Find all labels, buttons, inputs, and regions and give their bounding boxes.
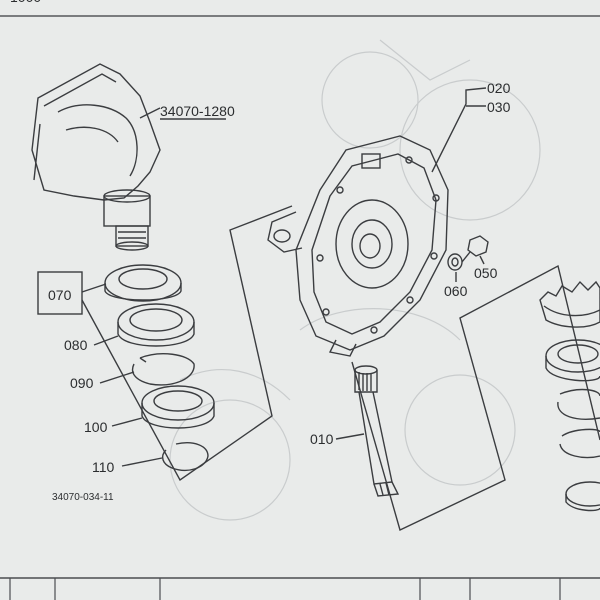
washer-060: [447, 253, 463, 271]
leader-100: [111, 417, 143, 427]
label-090: 090: [70, 375, 94, 391]
label-080: 080: [64, 337, 88, 353]
leader-020: [431, 87, 487, 173]
bearing-100: [141, 385, 215, 429]
header-fragment: 1000: [10, 0, 41, 5]
label-070: 070: [48, 287, 72, 303]
label-elbow-housing: 34070-1280: [160, 103, 235, 119]
assembly-bracket-right: [351, 264, 600, 531]
leader-elbow-housing: [139, 107, 161, 119]
bearing-partial-right: [545, 339, 600, 382]
leader-010: [335, 433, 365, 440]
leader-080: [93, 335, 119, 346]
snap-ring-partial-right: [557, 388, 600, 420]
assembly-bracket-left: [81, 205, 293, 482]
label-020: 020: [487, 80, 511, 96]
bottom-table-strip: [0, 577, 600, 600]
leader-090: [99, 371, 135, 384]
label-030: 030: [487, 99, 511, 115]
bolt-050: [461, 235, 489, 263]
snap-ring-090: [131, 353, 195, 386]
label-010: 010: [310, 431, 334, 447]
bleed-through-background: [169, 39, 541, 521]
leader-050: [479, 255, 485, 265]
shaft-010: [354, 365, 400, 497]
label-110: 110: [92, 459, 115, 475]
snap-ring-110: [161, 442, 209, 472]
gearbox-case: [267, 135, 449, 357]
leader-070: [81, 283, 107, 293]
bearing-080: [117, 303, 195, 347]
ring-partial-right-lower: [559, 428, 600, 512]
seal-070: [104, 264, 182, 302]
label-060: 060: [444, 283, 468, 299]
elbow-housing: [31, 63, 161, 251]
label-050: 050: [474, 265, 498, 281]
figure-code: 34070-034-11: [52, 492, 114, 503]
hand-drawn-box: [37, 271, 83, 315]
label-100: 100: [84, 419, 108, 435]
leader-110: [121, 457, 163, 467]
